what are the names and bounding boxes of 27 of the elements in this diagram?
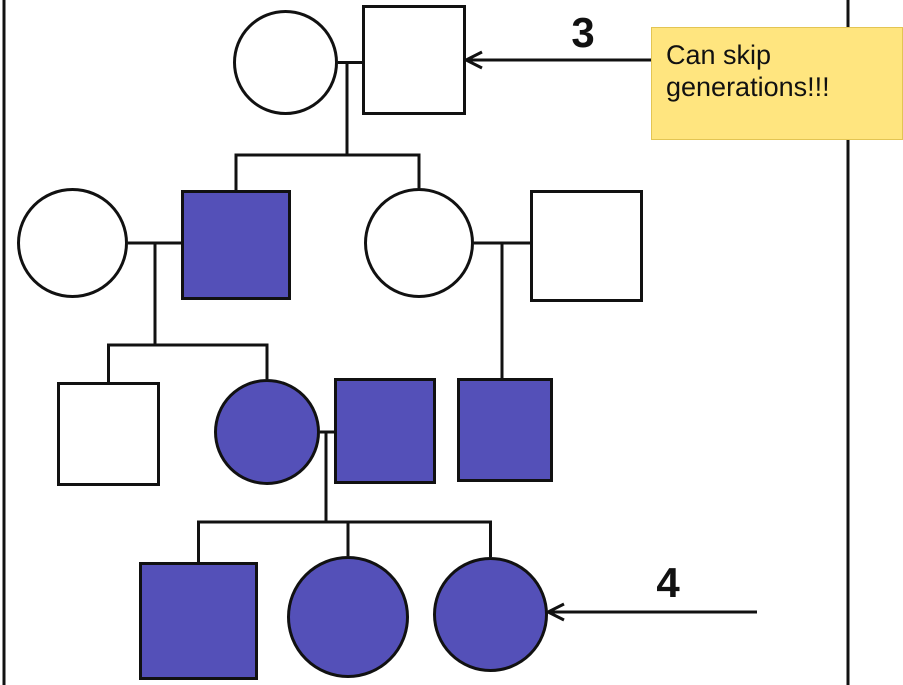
male-square (57, 382, 160, 486)
arrow (546, 602, 757, 622)
pedigree-line (347, 61, 362, 64)
pedigree-line (107, 344, 155, 382)
male-square (530, 190, 643, 302)
note-box (651, 27, 903, 140)
male-square-affected (334, 378, 436, 484)
pedigree-line (234, 154, 347, 190)
arrow (464, 50, 651, 70)
pedigree-line (346, 62, 348, 155)
male-square-affected (139, 562, 258, 680)
pedigree-line (128, 242, 155, 244)
pedigree-line (197, 520, 326, 562)
pedigree-line (347, 154, 420, 188)
pedigree-line (155, 344, 268, 379)
pedigree-line (155, 242, 181, 244)
pedigree-line (324, 432, 328, 522)
pedigree-line (500, 243, 504, 378)
note-text: Can skip generations!!! (666, 40, 831, 104)
pedigree-line (326, 430, 334, 434)
pedigree-line (338, 61, 347, 64)
male-square-affected (457, 378, 553, 482)
pedigree-line (502, 242, 530, 244)
pedigree-line (474, 242, 502, 244)
pedigree-line (154, 243, 156, 345)
male-square (362, 5, 466, 115)
male-square-affected (181, 190, 291, 300)
